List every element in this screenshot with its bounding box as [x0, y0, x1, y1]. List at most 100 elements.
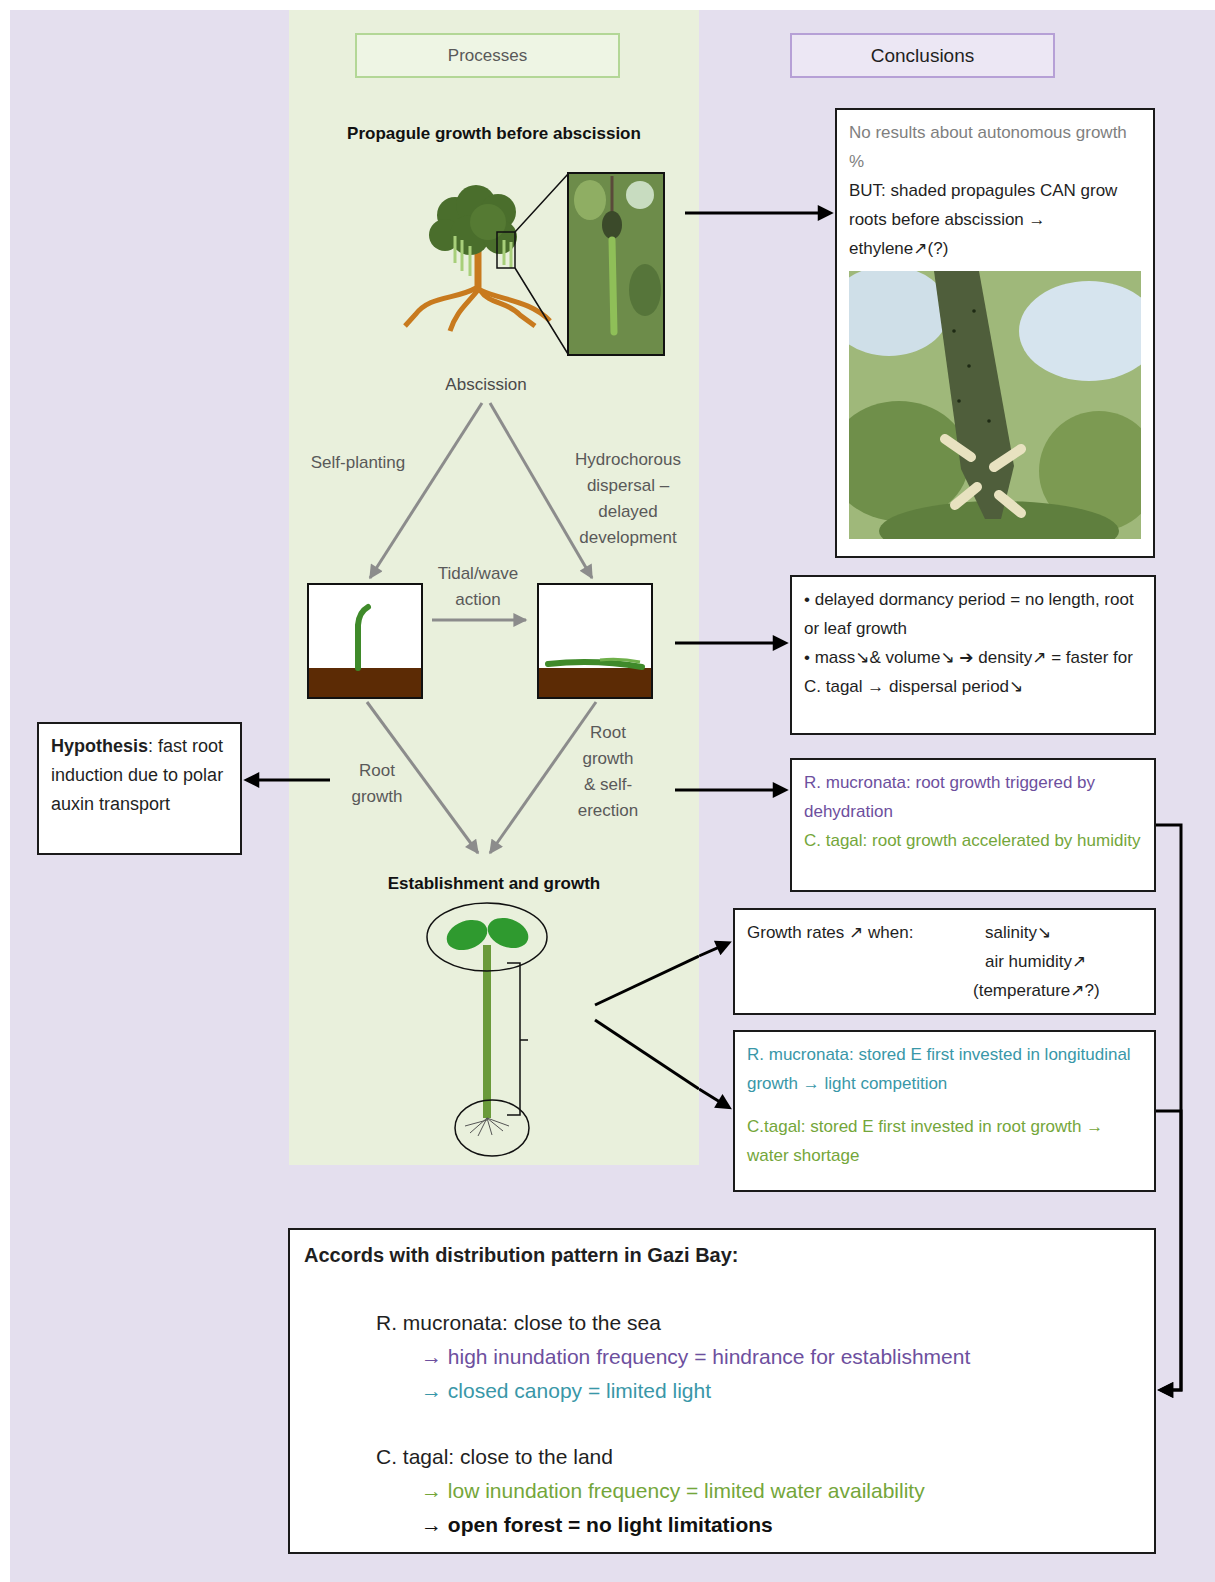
illustration-part — [497, 232, 515, 268]
illustration-part — [595, 1020, 699, 1089]
stage-heading: Establishment and growth — [289, 873, 699, 895]
illustration-part — [685, 212, 699, 215]
illustration-part — [934, 271, 1014, 519]
illustration-part — [611, 176, 614, 212]
connector-arrow — [699, 642, 778, 645]
illustration-part — [358, 607, 368, 668]
illustration-part — [595, 956, 699, 1005]
floating-propagule — [538, 584, 652, 698]
connector-arrow — [699, 946, 722, 956]
conclusion-box: R. mucronata: root growth triggered by d… — [790, 758, 1156, 892]
stage-label: Abscission — [436, 372, 536, 398]
illustration-part — [675, 789, 699, 792]
illustration-part — [450, 290, 478, 331]
illustration-part — [972, 309, 976, 313]
illustration-part — [470, 204, 506, 240]
box-text-extra: C. tagal: root growth accelerated by hum… — [804, 826, 1142, 855]
illustration-part — [442, 915, 491, 956]
seedling — [427, 903, 547, 1156]
propagule-photo — [849, 271, 1141, 539]
illustration-part — [568, 173, 664, 355]
box-text: R. mucronata: stored E first invested in… — [747, 1040, 1142, 1098]
mangrove-tree — [405, 173, 664, 355]
illustration-part — [987, 419, 991, 423]
connector-arrow — [699, 789, 778, 792]
illustration-part — [483, 913, 532, 954]
illustration-part — [308, 584, 422, 698]
illustration-part — [455, 1100, 529, 1156]
box-text-extra: (temperature↗?) — [973, 976, 1142, 1005]
illustration-part — [548, 662, 642, 667]
connector-arrow — [1156, 1111, 1181, 1390]
illustration-part — [490, 702, 596, 853]
box-text-extra: C. tagal: close to the land — [304, 1440, 1140, 1474]
illustration-part — [612, 240, 614, 332]
self-planted-propagule — [308, 584, 422, 698]
path-label: Tidal/wave action — [428, 561, 528, 613]
connector-arrow — [699, 212, 823, 215]
box-text: Conclusions — [871, 45, 975, 67]
box-text-extra: salinity↘ — [985, 918, 1142, 947]
box-text-extra: R. mucronata: close to the sea — [304, 1306, 1140, 1340]
conclusion-box: R. mucronata: stored E first invested in… — [733, 1030, 1156, 1192]
column-header: Conclusions — [790, 33, 1055, 78]
illustration-part — [480, 290, 550, 321]
illustration-part — [432, 619, 526, 622]
illustration-part — [1019, 281, 1141, 381]
conclusion-box: Growth rates ↗ when:salinity↘air humidit… — [733, 908, 1156, 1015]
box-text: Processes — [448, 43, 527, 69]
box-text-extra: C.tagal: stored E first invested in root… — [747, 1112, 1142, 1170]
illustration-part — [289, 173, 699, 1156]
box-text: R. mucronata: root growth triggered by d… — [804, 768, 1142, 826]
arrow-stems — [289, 213, 699, 1089]
summary-box: Accords with distribution pattern in Gaz… — [288, 1228, 1156, 1554]
illustration-part — [490, 403, 592, 578]
illustration-part — [849, 271, 949, 356]
process-band: Propagule growth before abscissionAbscis… — [289, 10, 699, 1165]
illustration-part — [507, 963, 528, 1115]
illustration-part — [427, 903, 547, 971]
illustration-part — [539, 668, 651, 697]
illustration-part — [289, 779, 330, 782]
box-text: Accords with distribution pattern in Gaz… — [304, 1240, 1140, 1270]
box-text: Hypothesis — [51, 736, 148, 756]
conclusion-box: • delayed dormancy period = no length, r… — [790, 575, 1156, 735]
illustration-part — [309, 668, 421, 697]
box-text-extra: → open forest = no light limitations — [304, 1508, 1140, 1542]
box-text-extra: → closed canopy = limited light — [304, 1374, 1140, 1408]
box-text: Growth rates ↗ when: — [747, 918, 985, 947]
illustration-part — [370, 403, 482, 578]
path-label: Root growth & self-erection — [576, 720, 640, 824]
illustration-part — [600, 659, 640, 662]
box-text: No results about autonomous growth % — [849, 118, 1141, 176]
path-label: Hydrochorous dispersal – delayed develop… — [563, 447, 693, 551]
connector-arrow — [699, 1089, 723, 1104]
box-text: • delayed dormancy period = no length, r… — [804, 585, 1142, 643]
illustration-part — [675, 642, 699, 645]
box-text-extra: BUT: shaded propagules CAN grow roots be… — [849, 176, 1141, 263]
illustration-part — [957, 399, 961, 403]
illustration-part — [945, 439, 1021, 513]
illustration-part — [574, 180, 606, 220]
hypothesis-box: Hypothesis: fast root induction due to p… — [37, 722, 242, 855]
connector-arrow — [1156, 825, 1181, 1390]
box-text-extra: → high inundation frequency = hindrance … — [304, 1340, 1140, 1374]
box-text-extra: → low inundation frequency = limited wat… — [304, 1474, 1140, 1508]
illustration-part — [602, 211, 622, 239]
process-illustration — [289, 10, 699, 1165]
box-text-extra: • mass↘& volume↘ ➔ density↗ = faster for… — [804, 643, 1142, 701]
stage-heading: Propagule growth before abscission — [289, 123, 699, 145]
conclusion-box: No results about autonomous growth %BUT:… — [835, 108, 1155, 558]
illustration-part — [465, 1118, 509, 1136]
illustration-part — [952, 329, 956, 333]
illustration-part — [967, 364, 971, 368]
path-label: Root growth — [337, 758, 417, 810]
connector-arrow — [254, 779, 289, 782]
illustration-part — [626, 181, 654, 209]
illustration-part — [538, 584, 652, 698]
path-label: Self-planting — [298, 450, 418, 476]
box-text-extra: air humidity↗ — [985, 947, 1142, 976]
illustration-part — [515, 174, 568, 354]
